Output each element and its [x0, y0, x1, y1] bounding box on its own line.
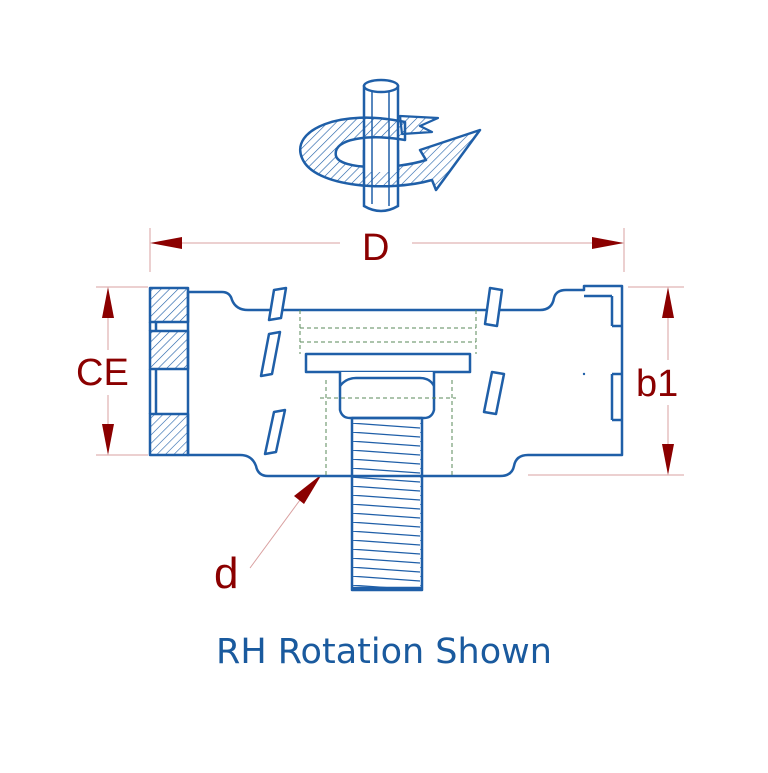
- rotation-caption: RH Rotation Shown: [216, 632, 552, 672]
- dimension-CE-line: [96, 286, 148, 456]
- dimension-CE-label: CE: [76, 352, 129, 394]
- dimension-D-label: D: [362, 227, 390, 269]
- rh-rotation-arrow-icon: [299, 78, 482, 213]
- dimension-D-line: [149, 228, 625, 272]
- cutter-body: [148, 284, 624, 592]
- dimension-b1-line: [528, 286, 684, 476]
- dimension-b1-label: b1: [636, 363, 679, 405]
- hidden-lines: [299, 310, 477, 476]
- dimension-d-leader: [249, 474, 322, 569]
- center-mark: [582, 372, 586, 376]
- dimension-d-label: d: [214, 549, 239, 598]
